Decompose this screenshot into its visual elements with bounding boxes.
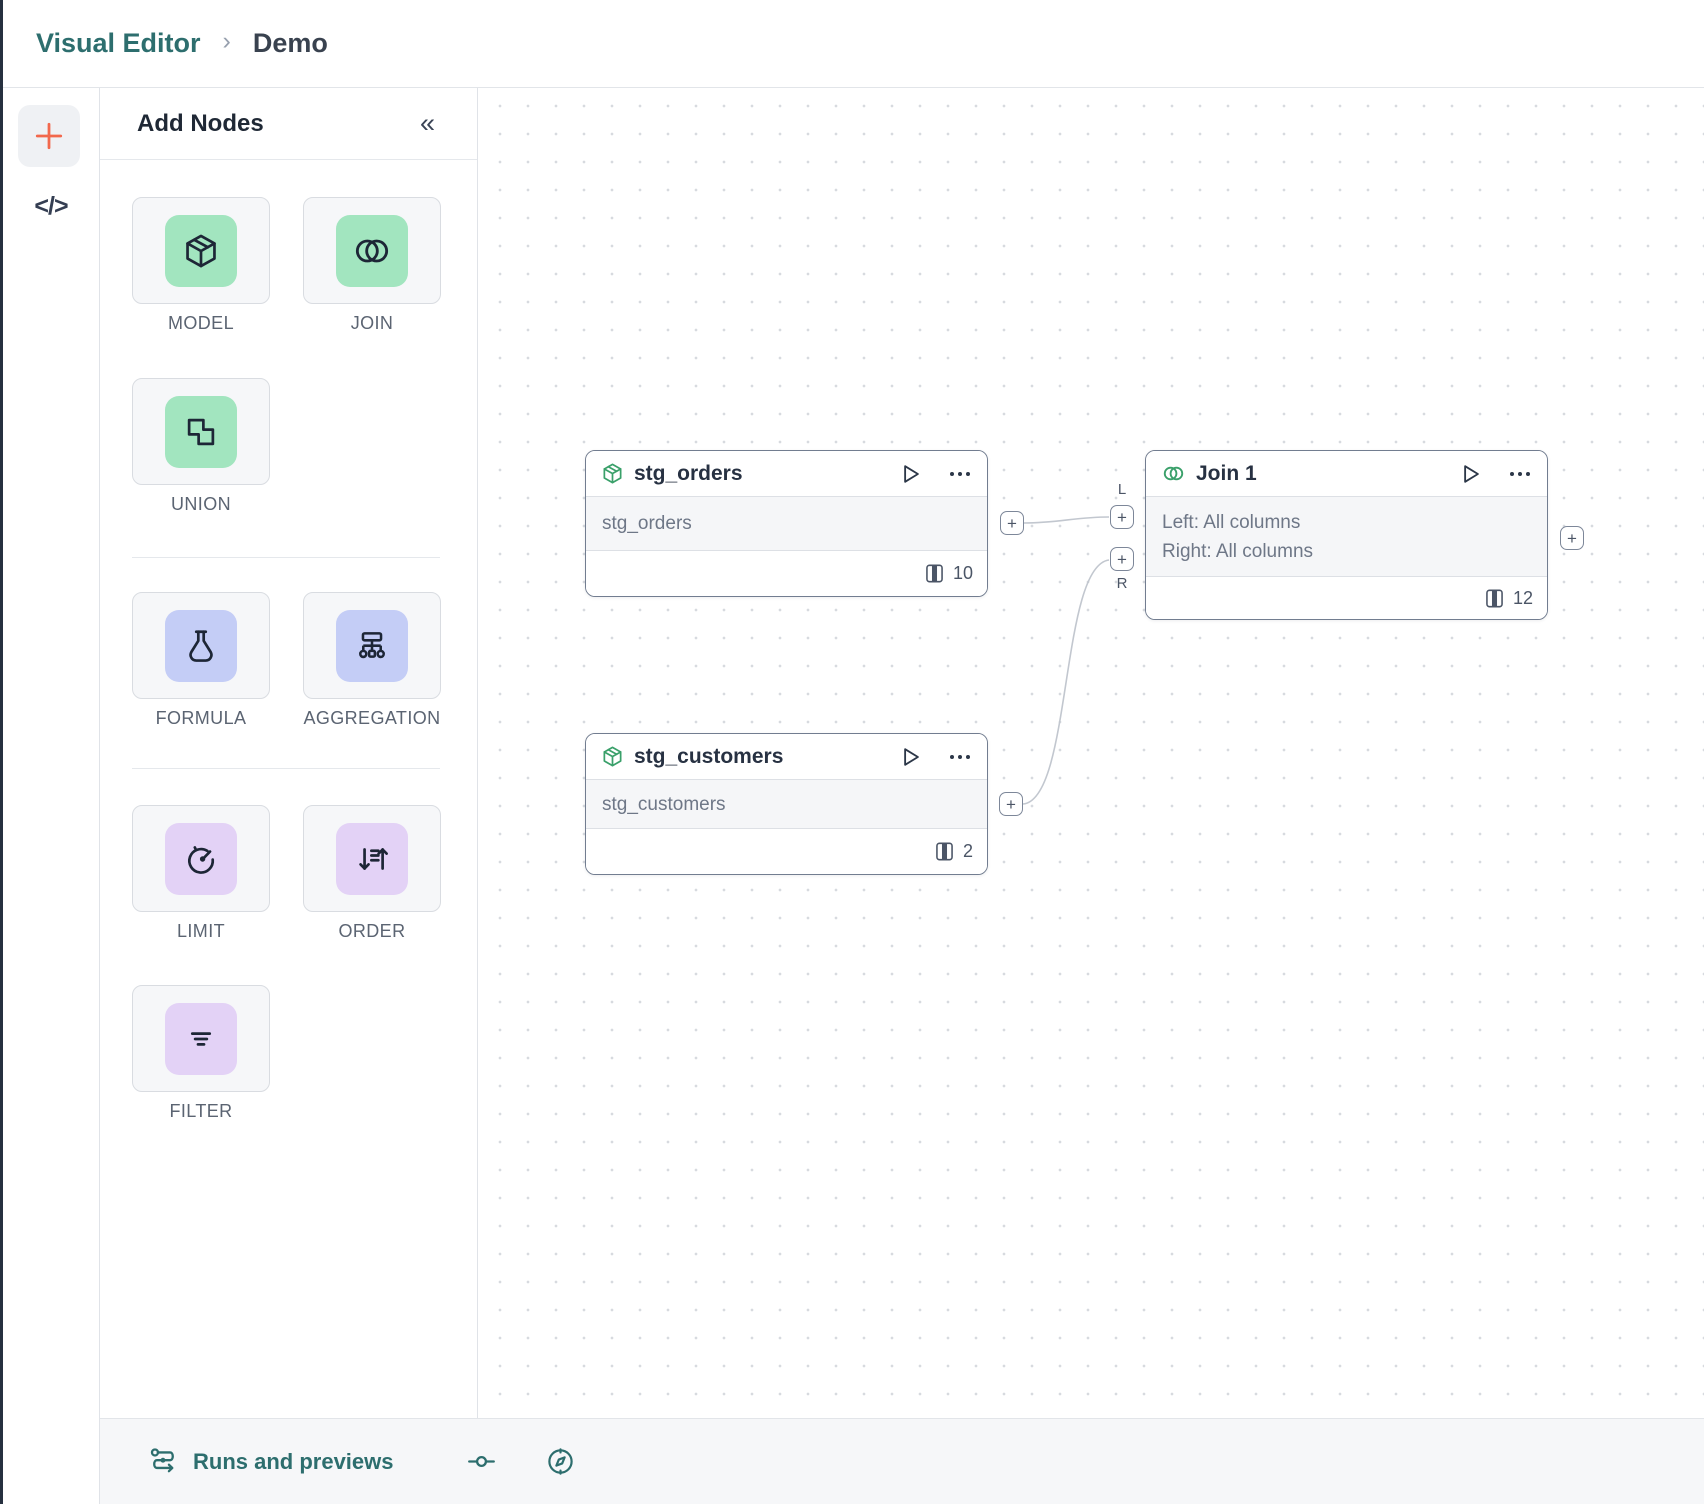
code-icon: </>	[34, 191, 68, 220]
runs-flow-icon	[148, 1446, 179, 1477]
add-node-label: FORMULA	[155, 708, 247, 728]
compass-icon[interactable]	[545, 1446, 576, 1477]
join-right-config: Right: All columns	[1162, 540, 1314, 562]
join-right-port-label: R	[1116, 575, 1128, 592]
ellipsis-icon[interactable]	[947, 744, 973, 770]
add-node-label: MODEL	[167, 313, 234, 333]
page-title: Demo	[252, 28, 328, 58]
ellipsis-icon[interactable]	[947, 461, 973, 487]
edge-connections	[1022, 516, 1110, 805]
left-rail: </>	[3, 88, 100, 1504]
input-handle-join-left[interactable]: +	[1110, 505, 1134, 529]
node-header: stg_orders	[586, 451, 987, 496]
column-count: 12	[1512, 587, 1533, 608]
code-view-button[interactable]: </>	[24, 186, 78, 226]
join-circles-icon	[1161, 461, 1186, 486]
node-footer: 12	[1146, 577, 1547, 619]
add-node-formula[interactable]: FORMULA	[132, 592, 270, 729]
gauge-icon	[165, 822, 237, 895]
add-nodes-panel: Add Nodes « MODEL JOIN UNION	[100, 88, 478, 1418]
node-title: Join 1	[1196, 461, 1257, 485]
node-body: stg_orders	[586, 496, 987, 551]
ellipsis-icon[interactable]	[1507, 461, 1533, 487]
add-node-order[interactable]: ORDER	[303, 805, 441, 942]
node-footer: 2	[586, 829, 987, 874]
node-join-1[interactable]: Join 1 Left: All columns Right: All colu…	[1145, 450, 1548, 620]
add-nodes-title: Add Nodes	[137, 109, 264, 137]
columns-icon	[934, 841, 955, 862]
node-footer: 10	[586, 551, 987, 596]
add-node-toolbar-button[interactable]	[18, 105, 80, 167]
node-stg-orders[interactable]: stg_orders stg_orders 10	[585, 450, 988, 597]
output-handle-stg-customers[interactable]: +	[999, 792, 1023, 816]
node-body: Left: All columns Right: All columns	[1146, 496, 1547, 577]
union-shapes-icon	[165, 395, 237, 468]
panel-divider	[132, 768, 440, 769]
breadcrumb: Visual Editor › Demo	[3, 0, 1704, 88]
column-count: 2	[962, 841, 973, 861]
add-node-model[interactable]: MODEL	[132, 197, 270, 334]
node-stg-customers[interactable]: stg_customers stg_customers 2	[585, 733, 988, 875]
node-source-label: stg_orders	[602, 513, 692, 534]
add-node-label: UNION	[171, 494, 231, 514]
node-header: stg_customers	[586, 734, 987, 779]
join-left-config: Left: All columns	[1162, 511, 1301, 533]
node-body: stg_customers	[586, 779, 987, 829]
add-node-label: ORDER	[338, 921, 406, 941]
filter-lines-icon	[165, 1002, 237, 1075]
plus-icon	[33, 120, 65, 152]
collapse-panel-icon[interactable]: «	[419, 108, 435, 138]
output-handle-stg-orders[interactable]: +	[1000, 511, 1024, 535]
commit-icon[interactable]	[466, 1446, 497, 1477]
column-count: 10	[952, 563, 973, 583]
panel-divider	[132, 557, 440, 558]
add-node-label: JOIN	[350, 313, 394, 333]
cube-icon	[601, 745, 624, 768]
add-nodes-header: Add Nodes «	[100, 88, 477, 160]
add-node-filter[interactable]: FILTER	[132, 985, 270, 1122]
add-node-join[interactable]: JOIN	[303, 197, 441, 334]
output-handle-join[interactable]: +	[1560, 526, 1584, 550]
breadcrumb-app-link[interactable]: Visual Editor	[36, 28, 201, 58]
play-icon[interactable]	[1457, 461, 1483, 487]
add-node-label: LIMIT	[176, 921, 225, 941]
play-icon[interactable]	[897, 744, 923, 770]
input-handle-join-right[interactable]: +	[1110, 547, 1134, 571]
runs-and-previews-toggle[interactable]: Runs and previews	[148, 1446, 394, 1477]
breadcrumb-separator: ›	[222, 27, 231, 55]
window-left-edge	[0, 0, 3, 1504]
sitemap-icon	[336, 609, 408, 682]
sort-arrows-icon	[336, 822, 408, 895]
node-header: Join 1	[1146, 451, 1547, 496]
add-node-limit[interactable]: LIMIT	[132, 805, 270, 942]
node-source-label: stg_customers	[602, 793, 726, 815]
add-node-union[interactable]: UNION	[132, 378, 270, 515]
bottom-bar: Runs and previews	[100, 1418, 1704, 1504]
columns-icon	[924, 563, 945, 584]
cube-icon	[601, 462, 624, 485]
node-title: stg_customers	[634, 744, 784, 768]
node-title: stg_orders	[634, 461, 743, 485]
flow-canvas[interactable]: stg_orders stg_orders 10	[478, 88, 1704, 1418]
columns-icon	[1484, 588, 1505, 609]
cube-icon	[165, 214, 237, 287]
join-left-port-label: L	[1117, 481, 1127, 498]
join-circles-icon	[336, 214, 408, 287]
add-node-aggregation[interactable]: AGGREGATION	[303, 592, 441, 729]
add-node-label: AGGREGATION	[303, 708, 441, 728]
play-icon[interactable]	[897, 461, 923, 487]
runs-and-previews-label: Runs and previews	[193, 1448, 394, 1474]
add-node-label: FILTER	[169, 1101, 233, 1121]
flask-icon	[165, 609, 237, 682]
